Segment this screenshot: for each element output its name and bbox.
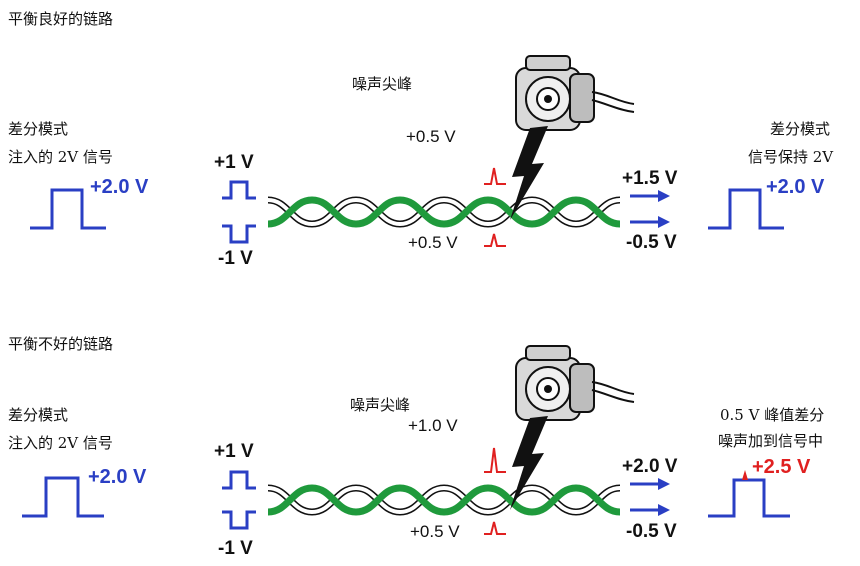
top-panel-title: 平衡良好的链路 — [8, 10, 114, 28]
bottom-output-spike — [742, 470, 748, 480]
top-input-amplitude: +2.0 V — [90, 176, 149, 198]
bottom-noise-spike-upper — [484, 447, 506, 473]
top-output-amplitude: +2.0 V — [766, 176, 825, 198]
top-noise-label: 噪声尖峰 — [352, 75, 413, 93]
top-noise-upper: +0.5 V — [406, 127, 456, 146]
top-noise-lower: +0.5 V — [408, 233, 458, 252]
top-panel-graphics — [30, 55, 784, 247]
bottom-twisted-pair — [267, 484, 621, 516]
motor-icon — [515, 345, 635, 421]
arrow-right-icon — [628, 476, 672, 492]
bottom-plus-line-voltage: +1 V — [214, 441, 254, 462]
top-output-label-line2: 信号保持 2V — [748, 148, 834, 166]
arrow-right-icon — [628, 502, 672, 518]
lightning-bolt-icon — [510, 416, 548, 510]
bottom-output-pulse — [708, 478, 790, 518]
bottom-output-plus: +2.0 V — [622, 456, 678, 477]
bottom-output-amplitude: +2.5 V — [752, 456, 811, 478]
top-twisted-pair — [267, 196, 621, 228]
bottom-panel-title: 平衡不好的链路 — [8, 335, 114, 353]
bottom-noise-spike-lower — [484, 521, 506, 535]
bottom-input-amplitude: +2.0 V — [88, 466, 147, 488]
motor-icon — [515, 55, 635, 131]
bottom-plus-pulse — [222, 470, 256, 490]
bottom-input-pulse — [22, 476, 104, 518]
top-minus-line-voltage: -1 V — [218, 248, 253, 269]
top-noise-spike-upper — [484, 167, 506, 185]
top-output-plus: +1.5 V — [622, 168, 678, 189]
bottom-noise-upper: +1.0 V — [408, 416, 458, 435]
bottom-output-minus: -0.5 V — [626, 521, 677, 542]
top-output-label-line1: 差分模式 — [770, 120, 831, 138]
top-input-label-line2: 注入的 2V 信号 — [8, 148, 113, 166]
top-plus-line-voltage: +1 V — [214, 152, 254, 173]
top-output-minus: -0.5 V — [626, 232, 677, 253]
bottom-output-label-line1: 0.5 V 峰值差分 — [720, 406, 825, 424]
top-noise-spike-lower — [484, 233, 506, 247]
arrow-right-icon — [628, 188, 672, 204]
bottom-output-label-line2: 噪声加到信号中 — [718, 432, 824, 450]
top-input-label-line1: 差分模式 — [8, 120, 69, 138]
bottom-input-label-line2: 注入的 2V 信号 — [8, 434, 113, 452]
bottom-minus-pulse — [222, 510, 256, 530]
top-input-pulse — [30, 188, 106, 230]
arrow-right-icon — [628, 214, 672, 230]
top-plus-pulse — [222, 180, 256, 200]
top-output-pulse — [708, 188, 784, 230]
bottom-input-label-line1: 差分模式 — [8, 406, 69, 424]
bottom-noise-lower: +0.5 V — [410, 522, 460, 541]
bottom-panel-graphics — [22, 345, 790, 535]
top-minus-pulse — [222, 224, 256, 244]
bottom-minus-line-voltage: -1 V — [218, 538, 253, 559]
bottom-noise-label: 噪声尖峰 — [350, 396, 411, 414]
